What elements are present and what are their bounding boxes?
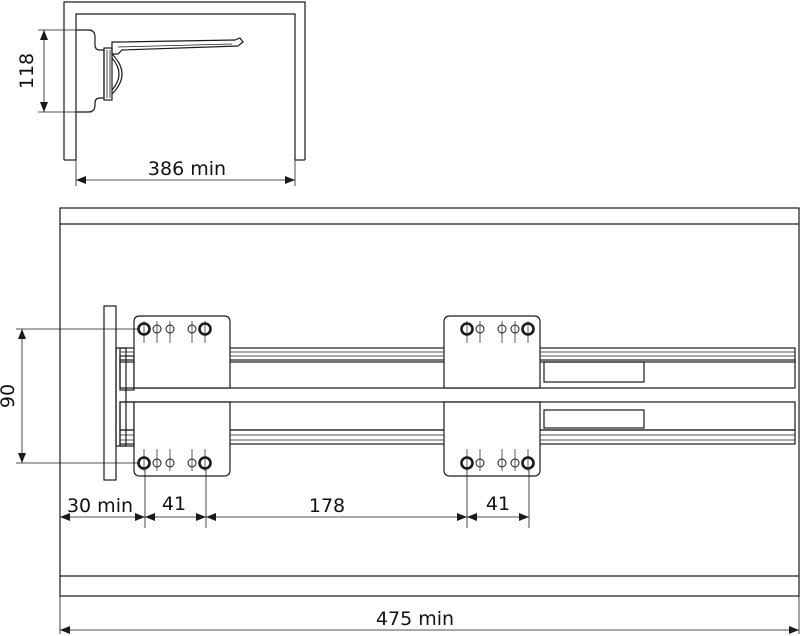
dimension-118: 118 xyxy=(16,29,92,113)
dimension-475-min: 475 min xyxy=(59,596,800,634)
dimension-41-front: 41 xyxy=(145,493,206,521)
dimension-178: 178 xyxy=(206,495,467,521)
side-view: 90 30 min 41 178 xyxy=(0,207,800,634)
dimension-30-min: 30 min xyxy=(60,495,145,521)
dim-label-90: 90 xyxy=(0,384,19,408)
dim-label-41-front: 41 xyxy=(162,493,186,515)
dim-label-475-min: 475 min xyxy=(376,608,454,630)
dim-label-178: 178 xyxy=(309,495,345,517)
top-view-rod xyxy=(111,37,244,55)
top-view-mounting-plate xyxy=(76,29,105,113)
top-view: 118 386 min xyxy=(16,1,306,186)
top-view-cabinet xyxy=(63,1,306,160)
dimension-41-rear: 41 xyxy=(467,493,529,521)
mounting-holes xyxy=(137,321,535,471)
front-mounting-plate xyxy=(103,305,117,481)
dim-label-118: 118 xyxy=(16,53,38,89)
dimension-386-min: 386 min xyxy=(75,158,296,186)
dimension-90: 90 xyxy=(0,328,140,464)
dim-label-30-min: 30 min xyxy=(67,495,133,517)
cabinet-outline xyxy=(59,207,800,597)
dim-label-41-rear: 41 xyxy=(486,493,510,515)
dim-label-386-min: 386 min xyxy=(148,158,226,180)
